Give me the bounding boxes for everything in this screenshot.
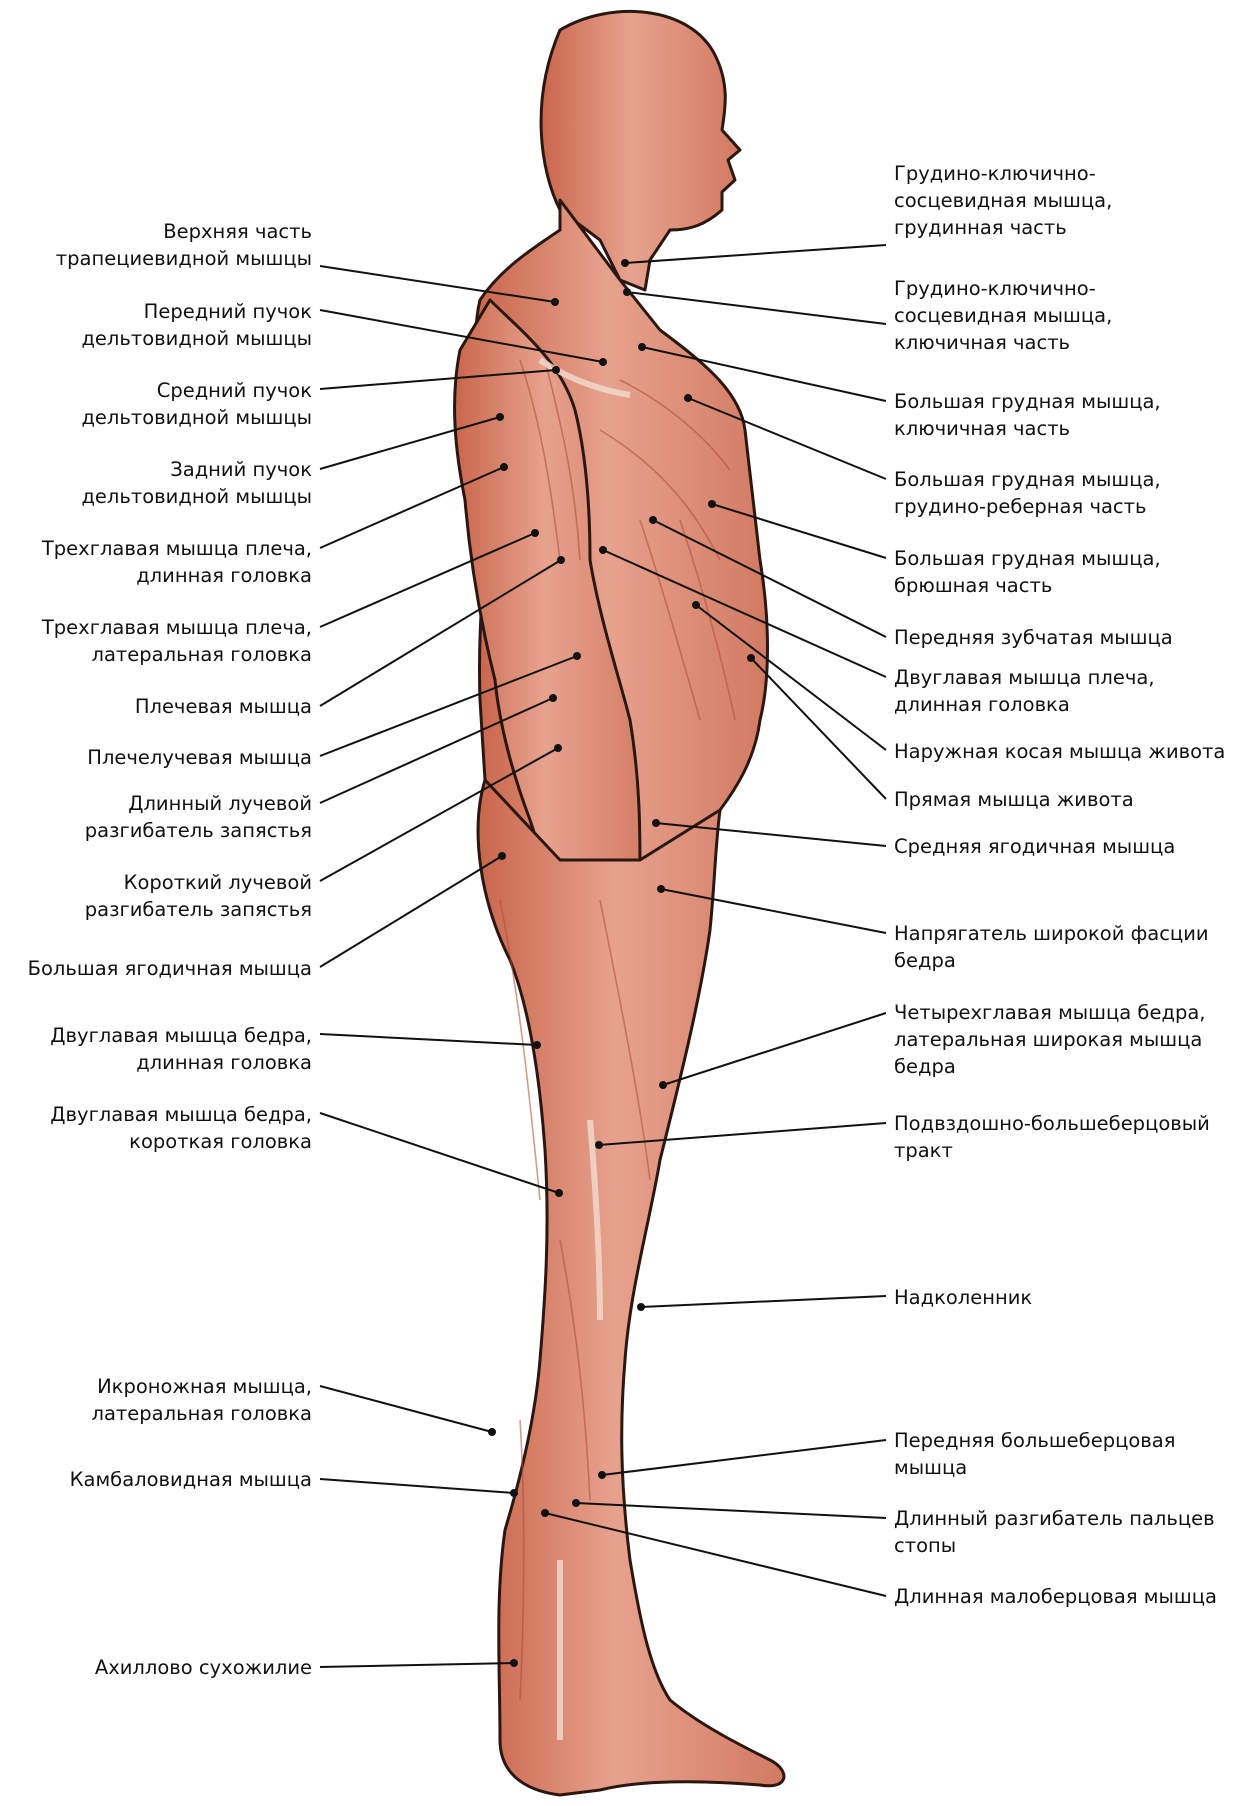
label-glute-max: Большая ягодичная мышца <box>28 955 312 982</box>
label-biceps-fem-short: Двуглавая мышца бедра, короткая головка <box>50 1101 312 1155</box>
label-pec-sternocostal: Большая грудная мышца, грудино-реберная … <box>894 466 1161 520</box>
label-peroneus-long: Длинная малоберцовая мышца <box>894 1583 1217 1610</box>
label-brachialis-pointer-dot <box>557 556 565 564</box>
label-scm-sternal-pointer-dot <box>621 259 629 267</box>
label-scm-sternal-leader <box>625 245 886 263</box>
label-biceps-long-pointer-dot <box>599 546 607 554</box>
label-scm-clav-pointer-dot <box>623 288 631 296</box>
label-peroneus-long-pointer-dot <box>541 1509 549 1517</box>
label-tfl-pointer-dot <box>657 885 665 893</box>
label-delt-mid: Средний пучок дельтовидной мышцы <box>81 377 312 431</box>
label-delt-post-pointer-dot <box>496 413 504 421</box>
label-gastroc-lat-pointer-dot <box>488 1428 496 1436</box>
label-vastus-lat: Четырехглавая мышца бедра, латеральная ш… <box>894 999 1205 1080</box>
label-ext-dig-long-pointer-dot <box>572 1499 580 1507</box>
label-tib-ant-leader <box>602 1440 886 1475</box>
label-serratus: Передняя зубчатая мышца <box>894 624 1173 651</box>
label-ecrl-pointer-dot <box>549 694 557 702</box>
label-trap-upper-pointer-dot <box>551 298 559 306</box>
label-biceps-long: Двуглавая мышца плеча, длинная головка <box>894 664 1155 718</box>
label-delt-ant: Передний пучок дельтовидной мышцы <box>81 298 312 352</box>
label-scm-clav-leader <box>627 292 886 324</box>
label-tfl: Напрягатель широкой фасции бедра <box>894 920 1209 974</box>
label-it-band: Подвздошно-большеберцовый тракт <box>894 1110 1210 1164</box>
label-triceps-long-pointer-dot <box>500 463 508 471</box>
label-scm-sternal: Грудино-ключично- сосцевидная мышца, гру… <box>894 160 1112 241</box>
label-pec-sternocostal-pointer-dot <box>684 394 692 402</box>
label-glute-med: Средняя ягодичная мышца <box>894 833 1175 860</box>
label-tib-ant: Передняя большеберцовая мышца <box>894 1427 1175 1481</box>
label-brachiorad: Плечелучевая мышца <box>87 744 312 771</box>
label-brachiorad-pointer-dot <box>573 652 581 660</box>
label-it-band-pointer-dot <box>595 1141 603 1149</box>
label-ext-oblique-pointer-dot <box>692 601 700 609</box>
label-gastroc-lat-leader <box>320 1386 492 1432</box>
label-patella-leader <box>641 1296 886 1307</box>
label-glute-med-pointer-dot <box>652 819 660 827</box>
label-soleus-leader <box>320 1479 514 1493</box>
label-pec-clav: Большая грудная мышца, ключичная часть <box>894 388 1161 442</box>
label-vastus-lat-leader <box>663 1013 886 1085</box>
label-biceps-fem-short-leader <box>320 1113 559 1193</box>
label-rectus-abd: Прямая мышца живота <box>894 786 1134 813</box>
label-biceps-fem-long: Двуглавая мышца бедра, длинная головка <box>50 1022 312 1076</box>
label-ecrb: Короткий лучевой разгибатель запястья <box>85 869 312 923</box>
label-achilles: Ахиллово сухожилие <box>95 1654 312 1681</box>
label-tib-ant-pointer-dot <box>598 1471 606 1479</box>
label-soleus-pointer-dot <box>510 1489 518 1497</box>
label-patella-pointer-dot <box>637 1303 645 1311</box>
label-triceps-long: Трехглавая мышца плеча, длинная головка <box>42 535 312 589</box>
label-glute-max-leader <box>320 856 502 967</box>
label-vastus-lat-pointer-dot <box>659 1081 667 1089</box>
label-pec-abd-pointer-dot <box>708 500 716 508</box>
label-biceps-fem-long-pointer-dot <box>533 1041 541 1049</box>
label-pec-clav-pointer-dot <box>638 343 646 351</box>
label-trap-upper: Верхняя часть трапециевидной мышцы <box>56 218 312 272</box>
label-ecrl: Длинный лучевой разгибатель запястья <box>85 790 312 844</box>
label-serratus-pointer-dot <box>649 516 657 524</box>
label-delt-mid-pointer-dot <box>552 366 560 374</box>
label-soleus: Камбаловидная мышца <box>70 1466 312 1493</box>
label-biceps-fem-long-leader <box>320 1034 537 1045</box>
label-ecrb-pointer-dot <box>554 744 562 752</box>
leg-back <box>478 780 784 1795</box>
label-glute-max-pointer-dot <box>498 852 506 860</box>
label-rectus-abd-leader <box>751 658 886 799</box>
label-gastroc-lat: Икроножная мышца, латеральная головка <box>92 1373 312 1427</box>
label-ext-oblique: Наружная косая мышца живота <box>894 738 1225 765</box>
label-triceps-lat-pointer-dot <box>531 529 539 537</box>
label-pec-abd: Большая грудная мышца, брюшная часть <box>894 545 1161 599</box>
label-achilles-leader <box>320 1663 514 1667</box>
label-achilles-pointer-dot <box>510 1659 518 1667</box>
label-patella: Надколенник <box>894 1284 1032 1311</box>
label-rectus-abd-pointer-dot <box>747 654 755 662</box>
label-ext-dig-long: Длинный разгибатель пальцев стопы <box>894 1505 1215 1559</box>
label-triceps-lat: Трехглавая мышца плеча, латеральная голо… <box>42 614 312 668</box>
label-scm-clav: Грудино-ключично- сосцевидная мышца, клю… <box>894 275 1112 356</box>
label-delt-post: Задний пучок дельтовидной мышцы <box>81 456 312 510</box>
label-delt-ant-pointer-dot <box>599 358 607 366</box>
label-brachialis: Плечевая мышца <box>135 693 312 720</box>
label-biceps-fem-short-pointer-dot <box>555 1189 563 1197</box>
